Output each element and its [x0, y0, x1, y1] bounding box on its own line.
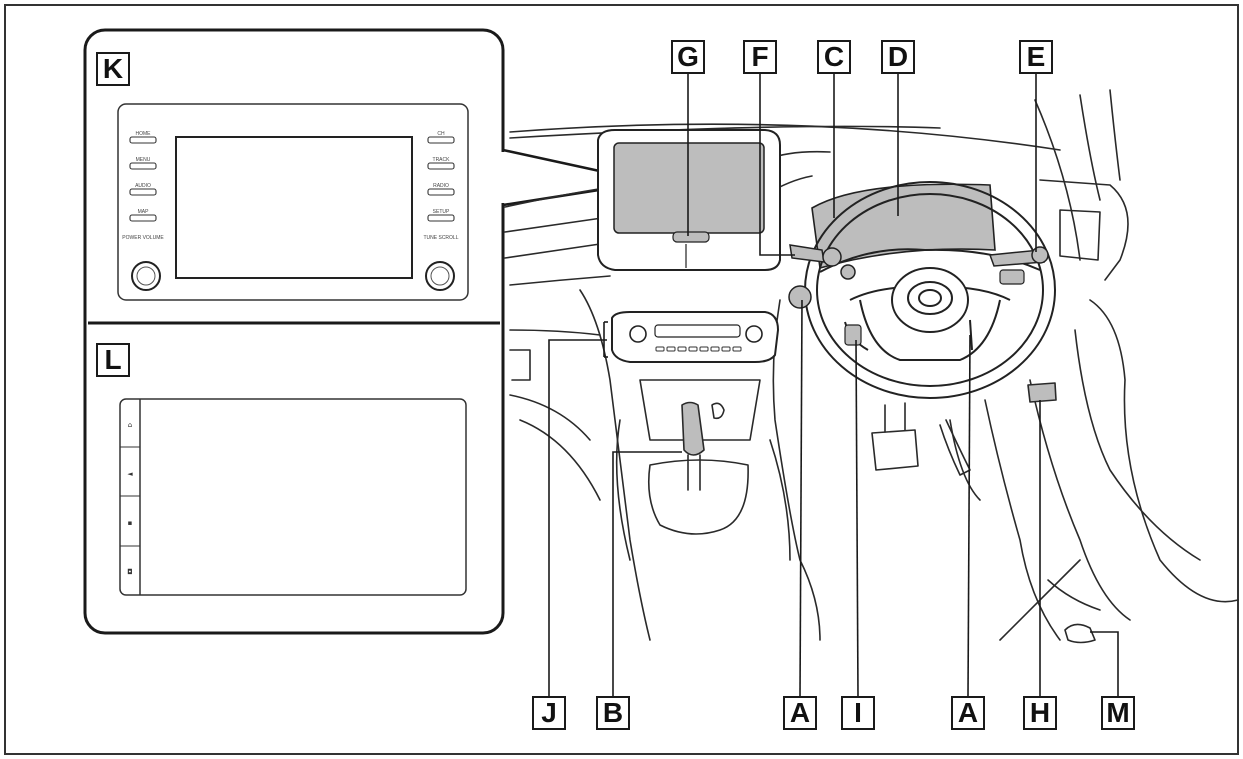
callout-i: I	[841, 696, 875, 730]
climate-button	[655, 346, 665, 352]
audio-left-button-2	[129, 188, 157, 196]
figure-frame	[4, 4, 1239, 755]
climate-button	[721, 346, 731, 352]
climate-panel-j	[611, 311, 780, 363]
audio-right-button-2	[427, 188, 455, 196]
climate-button	[710, 346, 720, 352]
callout-b: B	[596, 696, 630, 730]
audio-right-label-3: SETUP	[433, 209, 450, 215]
steering-wheel	[804, 181, 1056, 399]
leader-lines	[548, 74, 1119, 697]
audio-right-button-3	[427, 214, 455, 222]
callout-a-left: A	[783, 696, 817, 730]
climate-button	[677, 346, 687, 352]
callout-e: E	[1019, 40, 1053, 74]
audio-left-button-3	[129, 214, 157, 222]
climate-button	[688, 346, 698, 352]
audio-right-label-1: TRACK	[433, 157, 451, 163]
audio-left-label-4: POWER VOLUME	[122, 235, 164, 241]
callout-f: F	[743, 40, 777, 74]
callout-k: K	[96, 52, 130, 86]
display-unit-l: ⌂ ◄ ▪ ◘	[119, 398, 467, 596]
callout-g: G	[671, 40, 705, 74]
display-side-button-1: ◄	[127, 470, 133, 478]
audio-left-label-3: MAP	[138, 209, 150, 215]
callout-d: D	[881, 40, 915, 74]
display-side-button-3: ◘	[127, 568, 133, 576]
audio-unit-k: HOME MENU AUDIO MAP POWER VOLUME CH TRACK RADI…	[117, 103, 469, 301]
callout-c: C	[817, 40, 851, 74]
callout-l: L	[96, 343, 130, 377]
climate-button	[699, 346, 709, 352]
audio-right-button-1	[427, 162, 455, 170]
audio-left-label-0: HOME	[136, 131, 152, 137]
instrument-cluster	[811, 183, 996, 270]
display-side-button-2: ▪	[128, 519, 133, 527]
climate-button	[732, 346, 742, 352]
callout-j: J	[532, 696, 566, 730]
audio-right-label-0: CH	[437, 131, 445, 137]
audio-right-label-4: TUNE SCROLL	[423, 235, 458, 241]
callout-a-right: A	[951, 696, 985, 730]
audio-right-label-2: RADIO	[433, 183, 449, 189]
display-side-button-0: ⌂	[128, 421, 132, 429]
audio-left-label-1: MENU	[136, 157, 151, 163]
stalks	[788, 244, 1049, 309]
climate-button	[666, 346, 676, 352]
callout-m: M	[1101, 696, 1135, 730]
center-screen	[597, 129, 781, 271]
callout-h: H	[1023, 696, 1057, 730]
car-interior	[504, 89, 1239, 644]
audio-left-button-1	[129, 162, 157, 170]
audio-right-button-0	[427, 136, 455, 144]
audio-left-button-0	[129, 136, 157, 144]
audio-left-label-2: AUDIO	[135, 183, 151, 189]
